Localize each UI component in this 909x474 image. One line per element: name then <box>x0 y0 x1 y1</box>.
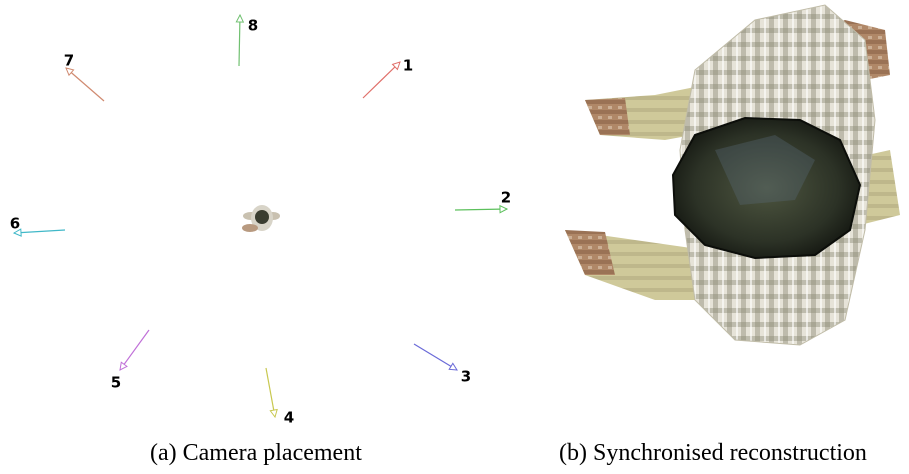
camera-3-direction-line <box>414 344 457 370</box>
reconstruction-render <box>545 0 909 430</box>
camera-1: 1 <box>363 57 413 99</box>
camera-placement-diagram: 1 2 3 4 5 6 7 8 <box>0 0 520 430</box>
camera-4: 4 <box>266 368 294 427</box>
camera-3-label: 3 <box>461 368 471 386</box>
camera-8-arrow-head <box>236 15 243 22</box>
camera-8-direction-line <box>239 15 240 66</box>
caption-camera-placement: (a) Camera placement <box>150 440 362 467</box>
camera-4-label: 4 <box>284 409 294 427</box>
camera-7-direction-line <box>66 68 104 101</box>
camera-6: 6 <box>10 215 65 237</box>
camera-2-arrow-head <box>500 206 507 213</box>
camera-1-label: 1 <box>403 57 413 75</box>
camera-6-direction-line <box>14 230 65 233</box>
subject-figure-small <box>242 205 280 232</box>
camera-3-arrow-head <box>449 363 457 370</box>
camera-3: 3 <box>414 344 471 386</box>
camera-8: 8 <box>236 15 258 66</box>
camera-2-label: 2 <box>501 189 511 207</box>
camera-1-direction-line <box>363 62 400 98</box>
camera-8-label: 8 <box>248 17 258 35</box>
camera-7: 7 <box>64 52 104 102</box>
camera-4-arrow-head <box>270 409 277 417</box>
camera-5-arrow-head <box>120 362 127 370</box>
camera-7-label: 7 <box>64 52 74 70</box>
camera-6-label: 6 <box>10 215 20 233</box>
camera-2-direction-line <box>455 209 507 210</box>
caption-synchronised-reconstruction: (b) Synchronised reconstruction <box>559 440 867 467</box>
camera-5: 5 <box>111 330 149 392</box>
camera-5-label: 5 <box>111 374 121 392</box>
camera-2: 2 <box>455 189 511 213</box>
